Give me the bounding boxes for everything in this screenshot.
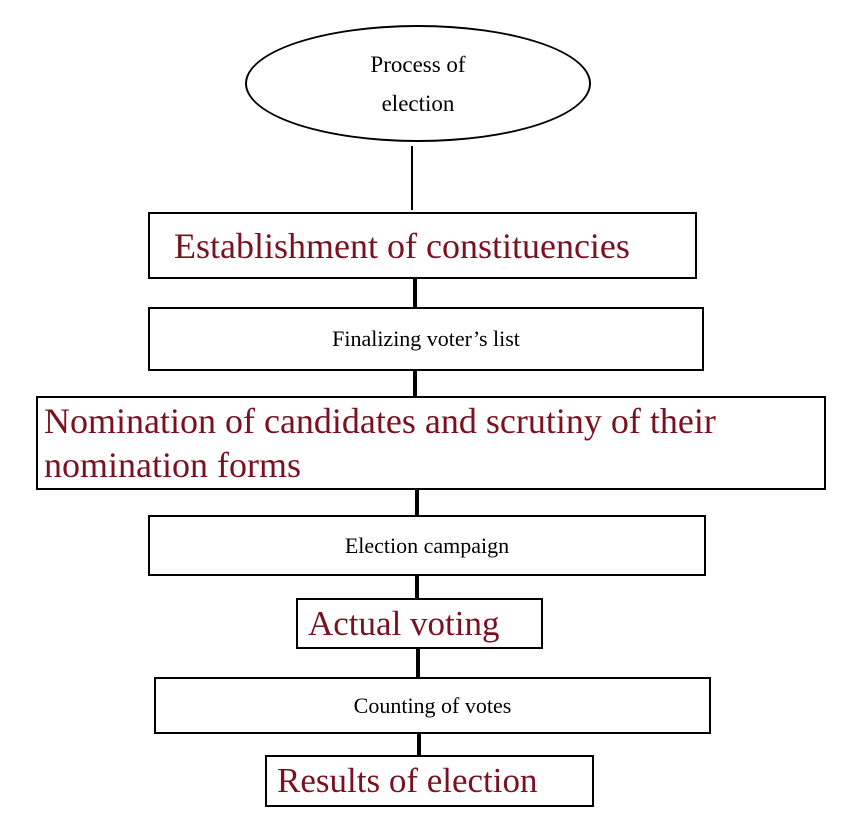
connector-6-7 — [417, 733, 421, 757]
step-label: Results of election — [277, 761, 538, 800]
process-of-election-node: Process of election — [245, 25, 591, 142]
step-counting-of-votes: Counting of votes — [154, 677, 711, 734]
root-label: Process of election — [370, 51, 466, 116]
connector-4-5 — [415, 575, 419, 599]
step-election-campaign: Election campaign — [148, 515, 706, 576]
connector-3-4 — [415, 488, 419, 516]
step-label: Nomination of candidates and scrutiny of… — [44, 401, 716, 485]
step-establishment-of-constituencies: Establishment of constituencies — [148, 212, 697, 279]
step-label: Actual voting — [308, 603, 500, 643]
connector-1-2 — [413, 278, 417, 308]
step-actual-voting: Actual voting — [296, 598, 543, 649]
step-nomination-of-candidates: Nomination of candidates and scrutiny of… — [36, 396, 826, 490]
step-label: Election campaign — [344, 532, 510, 558]
step-finalizing-voters-list: Finalizing voter’s list — [148, 307, 704, 371]
step-label: Counting of votes — [353, 692, 512, 718]
step-results-of-election: Results of election — [265, 755, 594, 807]
step-label: Finalizing voter’s list — [332, 326, 520, 351]
step-label: Establishment of constituencies — [174, 225, 630, 266]
connector-root-to-step-1 — [411, 146, 413, 210]
connector-2-3 — [413, 370, 417, 398]
connector-5-6 — [416, 648, 420, 678]
